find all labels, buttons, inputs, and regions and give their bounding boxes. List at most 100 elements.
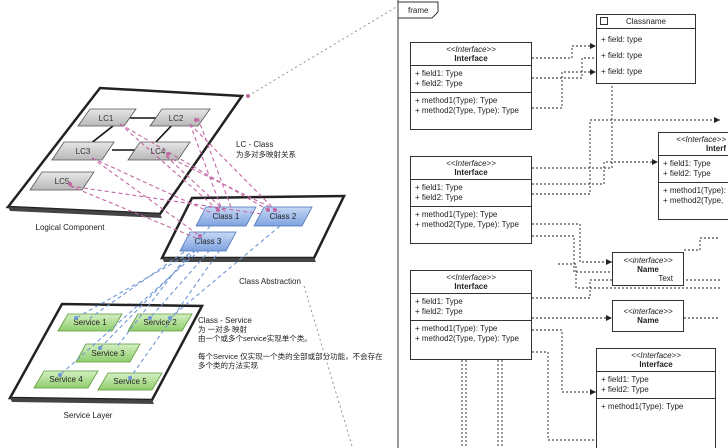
classname-field-1: + field: type — [601, 35, 643, 44]
interface-box-3-field2: + field2: Type — [415, 307, 463, 316]
class3-label: Class 3 — [195, 237, 222, 246]
interface-box-2-fields: + field1: Type + field2: Type — [411, 180, 531, 206]
classname-field-2: + field: type — [601, 51, 643, 60]
class1-label: Class 1 — [213, 212, 240, 221]
interface-box-2-header: <<Interface>> Interface — [411, 157, 531, 180]
name-interface-box-1-text: Text — [658, 274, 673, 283]
uml-connectors — [461, 39, 720, 448]
service-note-line5: 多个类的方法实现 — [198, 360, 258, 370]
interface-box-truncated[interactable]: <<Interface>> Interf + field1: Type + fi… — [658, 132, 728, 220]
lc5-label: LC5 — [55, 177, 70, 186]
lc-note-line1: LC - Class — [236, 140, 273, 149]
interface-box-3-name: Interface — [454, 282, 488, 291]
classname-box[interactable]: Classname + field: type + field: type + … — [596, 14, 696, 84]
classname-box-header: Classname — [597, 15, 695, 29]
service1-node[interactable]: Service 1 — [57, 313, 123, 332]
logical-platform-edge — [8, 207, 162, 218]
lc2-label: LC2 — [169, 114, 184, 123]
interface-box-4-fields: + field1: Type + field2: Type — [597, 372, 715, 398]
interface-box-truncated-fields: + field1: Type + field2: Type — [659, 156, 728, 182]
class2-label: Class 2 — [270, 212, 297, 221]
interface-box-4-field1: + field1: Type — [601, 375, 649, 384]
name-interface-box-1-name: Name — [637, 265, 659, 274]
lc5-node[interactable]: LC5 — [29, 171, 95, 191]
interface-box-2-name: Interface — [454, 168, 488, 177]
interface-box-2-method2: + method2(Type, Type): Type — [415, 220, 519, 229]
interface-box-truncated-field2: + field2: Type — [663, 169, 711, 178]
interface-box-2-field2: + field2: Type — [415, 193, 463, 202]
interface-box-2-field1: + field1: Type — [415, 183, 463, 192]
service-layer-caption: Service Layer — [64, 411, 113, 420]
service4-node[interactable]: Service 4 — [33, 370, 99, 389]
class2-node[interactable]: Class 2 — [253, 206, 313, 227]
interface-box-2-methods: + method1(Type): Type + method2(Type, Ty… — [411, 206, 531, 233]
lc3-node[interactable]: LC3 — [51, 141, 115, 161]
collapse-icon[interactable] — [600, 17, 608, 25]
interface-box-1-method2: + method2(Type, Type): Type — [415, 106, 519, 115]
logical-component-group: LC1 LC2 LC3 LC4 LC5 Logical Component — [5, 86, 245, 232]
interface-box-1-header: <<Interface>> Interface — [411, 43, 531, 66]
class-abstraction-group: Class 1 Class 2 Class 3 Class Abstractio… — [159, 194, 347, 286]
interface-box-3[interactable]: <<Interface>> Interface + field1: Type +… — [410, 270, 532, 360]
lc3-label: LC3 — [76, 147, 91, 156]
frame-tab-outline — [398, 1, 439, 19]
logical-platform — [5, 86, 245, 216]
classname-box-title: Classname — [625, 17, 666, 26]
lc-class-mapping-dots — [68, 118, 277, 238]
lc-class-mapping-lines — [69, 117, 281, 239]
lc4-node[interactable]: LC4 — [127, 141, 191, 161]
name-interface-box-1[interactable]: <<interface>> Name Text — [612, 252, 684, 286]
service-note-line2: 为 一对多 映射 — [198, 324, 248, 334]
name-interface-box-2[interactable]: <<interface>> Name — [612, 300, 684, 332]
service3-node[interactable]: Service 3 — [75, 343, 141, 363]
interface-box-4-stereotype: <<Interface>> — [631, 351, 681, 360]
guide-anchor-dot — [246, 94, 250, 98]
interface-box-4[interactable]: <<Interface>> Interface + field1: Type +… — [596, 348, 716, 448]
interface-box-truncated-methods: + method1(Type): + method2(Type, — [659, 182, 728, 209]
interface-box-truncated-method2: + method2(Type, — [663, 196, 724, 205]
name-interface-box-2-stereotype: <<interface>> — [623, 307, 673, 316]
interface-box-2[interactable]: <<Interface>> Interface + field1: Type +… — [410, 156, 532, 244]
service-note-line4: 每个Service 仅实现一个类的全部或部分功能，不会存在 — [198, 351, 383, 361]
class1-node[interactable]: Class 1 — [195, 206, 257, 227]
interface-box-4-header: <<Interface>> Interface — [597, 349, 715, 372]
name-interface-box-1-body: <<interface>> Name Text — [613, 253, 683, 283]
interface-box-3-stereotype: <<Interface>> — [446, 273, 496, 282]
interface-box-1-fields: + field1: Type + field2: Type — [411, 66, 531, 92]
interface-box-1-field2: + field2: Type — [415, 79, 463, 88]
lc4-label: LC4 — [151, 147, 166, 156]
lc2-node[interactable]: LC2 — [149, 108, 211, 127]
service2-label: Service 2 — [143, 318, 177, 327]
interface-box-4-name: Interface — [639, 360, 673, 369]
service-layer-group: Service 1 Service 2 Service 3 Service 4 … — [7, 302, 205, 420]
class-service-mapping-dots — [58, 316, 172, 380]
interface-box-3-header: <<Interface>> Interface — [411, 271, 531, 294]
service3-label: Service 3 — [91, 349, 125, 358]
interface-box-truncated-method1: + method1(Type): — [663, 186, 726, 195]
interface-box-3-field1: + field1: Type — [415, 297, 463, 306]
interface-box-3-method2: + method2(Type, Type): Type — [415, 334, 519, 343]
class-abstraction-caption: Class Abstraction — [239, 277, 301, 286]
uml-arrowheads — [590, 43, 720, 395]
interface-box-1-method1: + method1(Type): Type — [415, 96, 498, 105]
interface-box-1[interactable]: <<Interface>> Interface + field1: Type +… — [410, 42, 532, 130]
uml-frame: frame — [397, 0, 439, 448]
interface-box-3-fields: + field1: Type + field2: Type — [411, 294, 531, 320]
service2-node[interactable]: Service 2 — [127, 313, 193, 332]
interface-box-2-stereotype: <<Interface>> — [446, 159, 496, 168]
interface-box-3-methods: + method1(Type): Type + method2(Type, Ty… — [411, 320, 531, 347]
service-note-line3: 由一个或多个service实现单个类。 — [198, 333, 312, 343]
class-service-mapping-lines — [59, 225, 281, 379]
interface-box-1-methods: + method1(Type): Type + method2(Type, Ty… — [411, 92, 531, 119]
interface-box-4-method1: + method1(Type): Type — [601, 402, 684, 411]
lc1-node[interactable]: LC1 — [77, 108, 137, 127]
classname-field-3: + field: type — [601, 67, 643, 76]
lc-note-line2: 为多对多映射关系 — [236, 149, 296, 159]
service-note-line1: Class - Service — [198, 316, 252, 325]
lc1-label: LC1 — [99, 114, 114, 123]
interface-box-4-methods: + method1(Type): Type — [597, 398, 715, 415]
interface-box-truncated-header: <<Interface>> Interf — [659, 133, 728, 156]
frame-label: frame — [408, 6, 429, 15]
service5-node[interactable]: Service 5 — [97, 372, 163, 391]
